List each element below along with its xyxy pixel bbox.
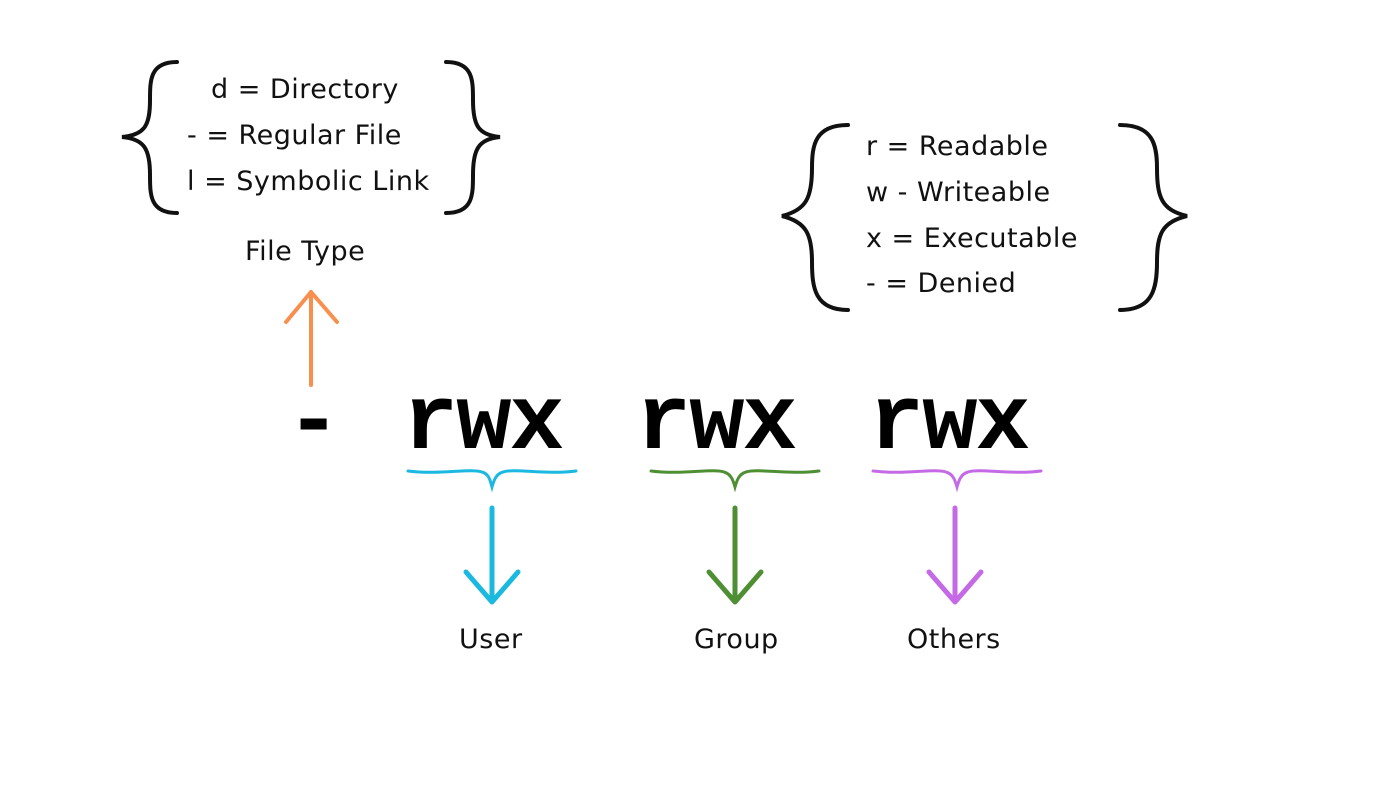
file-type-legend-line: l = Symbolic Link (187, 166, 430, 197)
user-permissions: rwx (403, 371, 565, 476)
file-type-left-brace (121, 60, 179, 215)
others-permissions: rwx (869, 371, 1031, 476)
group-underbrace (649, 469, 821, 493)
others-underbrace (871, 469, 1043, 493)
permission-legend-line: r = Readable (866, 131, 1049, 162)
file-type-label: File Type (245, 236, 366, 267)
group-arrow-icon (706, 505, 764, 605)
group-permissions: rwx (636, 371, 798, 476)
group-label: Group (694, 624, 779, 655)
file-type-legend-line: d = Directory (211, 74, 399, 105)
user-arrow-icon (463, 505, 521, 605)
file-type-char: - (286, 371, 342, 476)
others-label: Others (907, 624, 1001, 655)
file-type-legend-line: - = Regular File (187, 120, 402, 151)
user-label: User (459, 624, 523, 655)
permission-legend-line: w - Writeable (866, 177, 1051, 208)
permission-left-brace (781, 123, 850, 312)
permission-right-brace (1118, 123, 1188, 312)
permission-legend-line: x = Executable (866, 223, 1078, 254)
permission-legend-line: - = Denied (866, 268, 1017, 299)
others-arrow-icon (926, 505, 984, 605)
user-underbrace (406, 469, 578, 493)
file-type-arrow-icon (284, 290, 339, 387)
file-type-right-brace (444, 60, 501, 215)
